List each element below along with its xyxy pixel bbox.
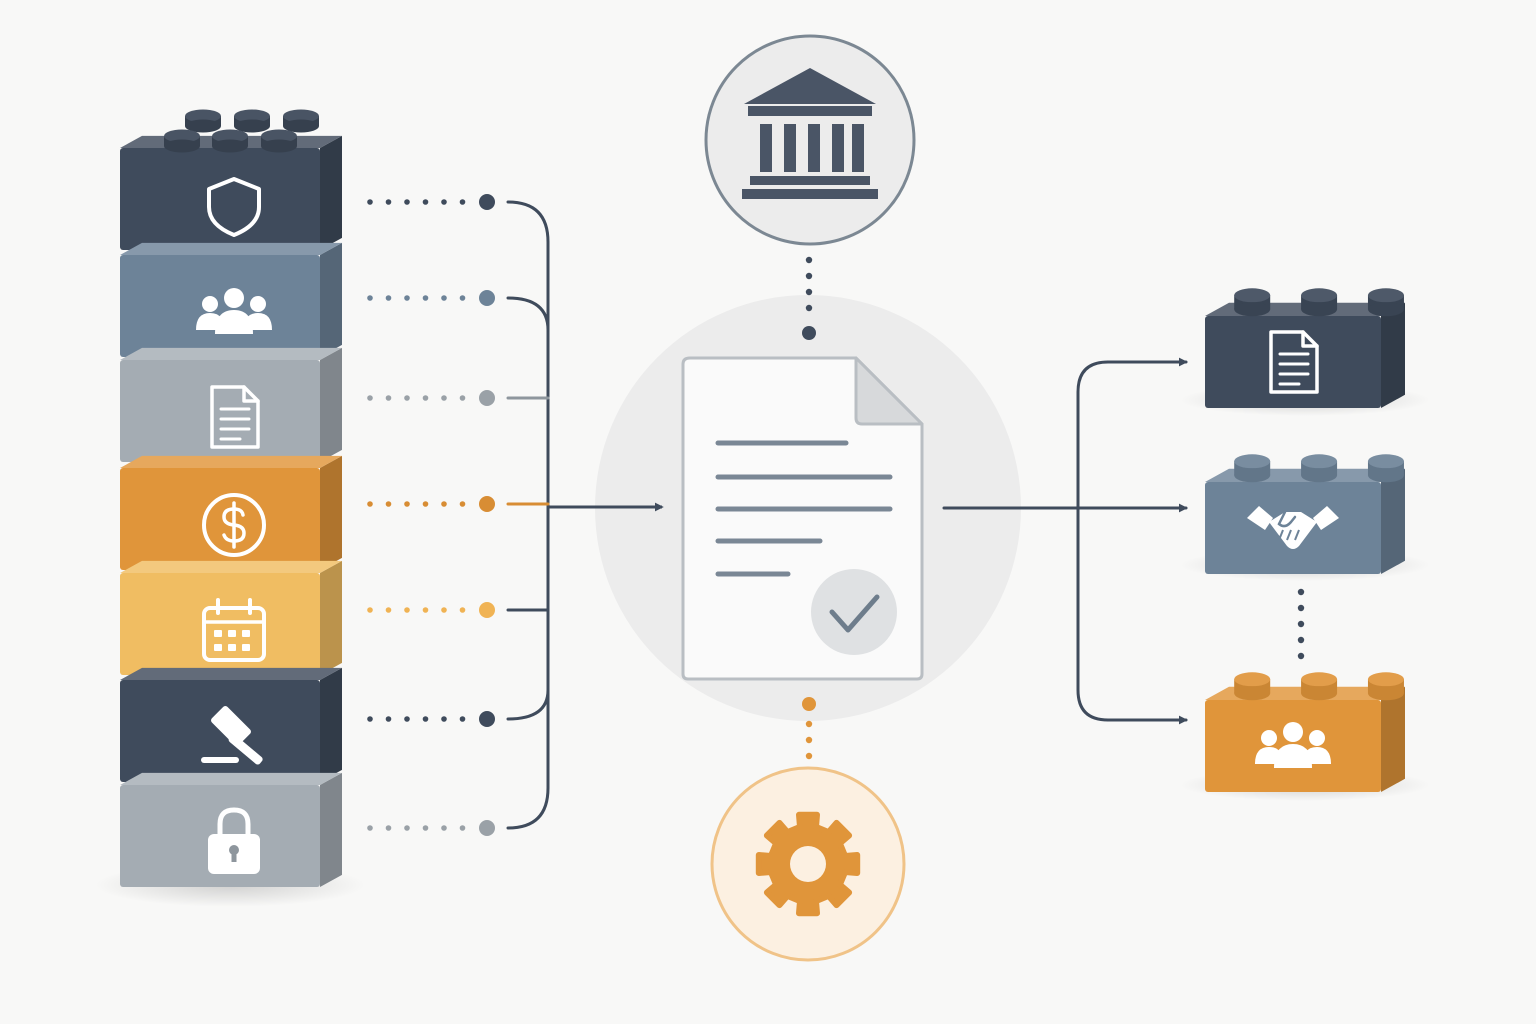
gear-icon [755,811,861,917]
document-fold [854,356,924,426]
connector-dots-3 [367,390,495,406]
top-brick-studs [164,109,319,153]
people-icon [1255,722,1331,768]
left-dotted-connectors [367,194,495,836]
bank-building-icon [742,68,878,199]
calendar-icon [202,598,266,662]
merge-bracket [506,200,550,830]
right-blocks-dotted-link [1297,588,1305,660]
document-icon [1269,330,1319,394]
dollar-coin-icon [202,493,266,557]
check-mark-icon [829,594,880,633]
document-icon [210,385,260,449]
shield-icon [207,177,261,237]
handshake-icon [1247,506,1339,549]
output-brick-3 [1205,672,1405,792]
output-brick-set [1205,288,1405,792]
output-connectors [942,357,1188,725]
stack-brick-3 [120,347,342,462]
padlock-icon [208,807,260,874]
connector-dots-6 [367,711,495,727]
authority-node [704,34,916,246]
connector-dots-7 [367,820,495,836]
approval-check-badge [811,569,897,655]
connector-dots-2 [367,290,495,306]
stack-brick-5 [120,560,342,675]
settings-node [710,766,906,962]
gavel-icon [201,706,263,765]
stack-brick-4 [120,455,342,570]
document-text-lines [715,440,893,577]
people-icon [196,288,272,334]
bracket-spine [506,200,550,830]
connector-dots-1 [367,194,495,210]
stack-brick-2 [120,242,342,357]
stack-brick-6 [120,667,342,782]
connector-dots-4 [367,496,495,512]
bracket-branch-2 [506,296,550,332]
output-split [1076,360,1110,722]
connector-dots-5 [367,602,495,618]
authority-dotted-connector [802,256,816,340]
bracket-branch-6 [506,688,550,721]
left-brick-stack [120,109,342,887]
output-brick-2 [1205,454,1405,574]
settings-dotted-connector [802,697,816,760]
output-brick-1 [1205,288,1405,408]
approved-document-icon [681,356,924,681]
